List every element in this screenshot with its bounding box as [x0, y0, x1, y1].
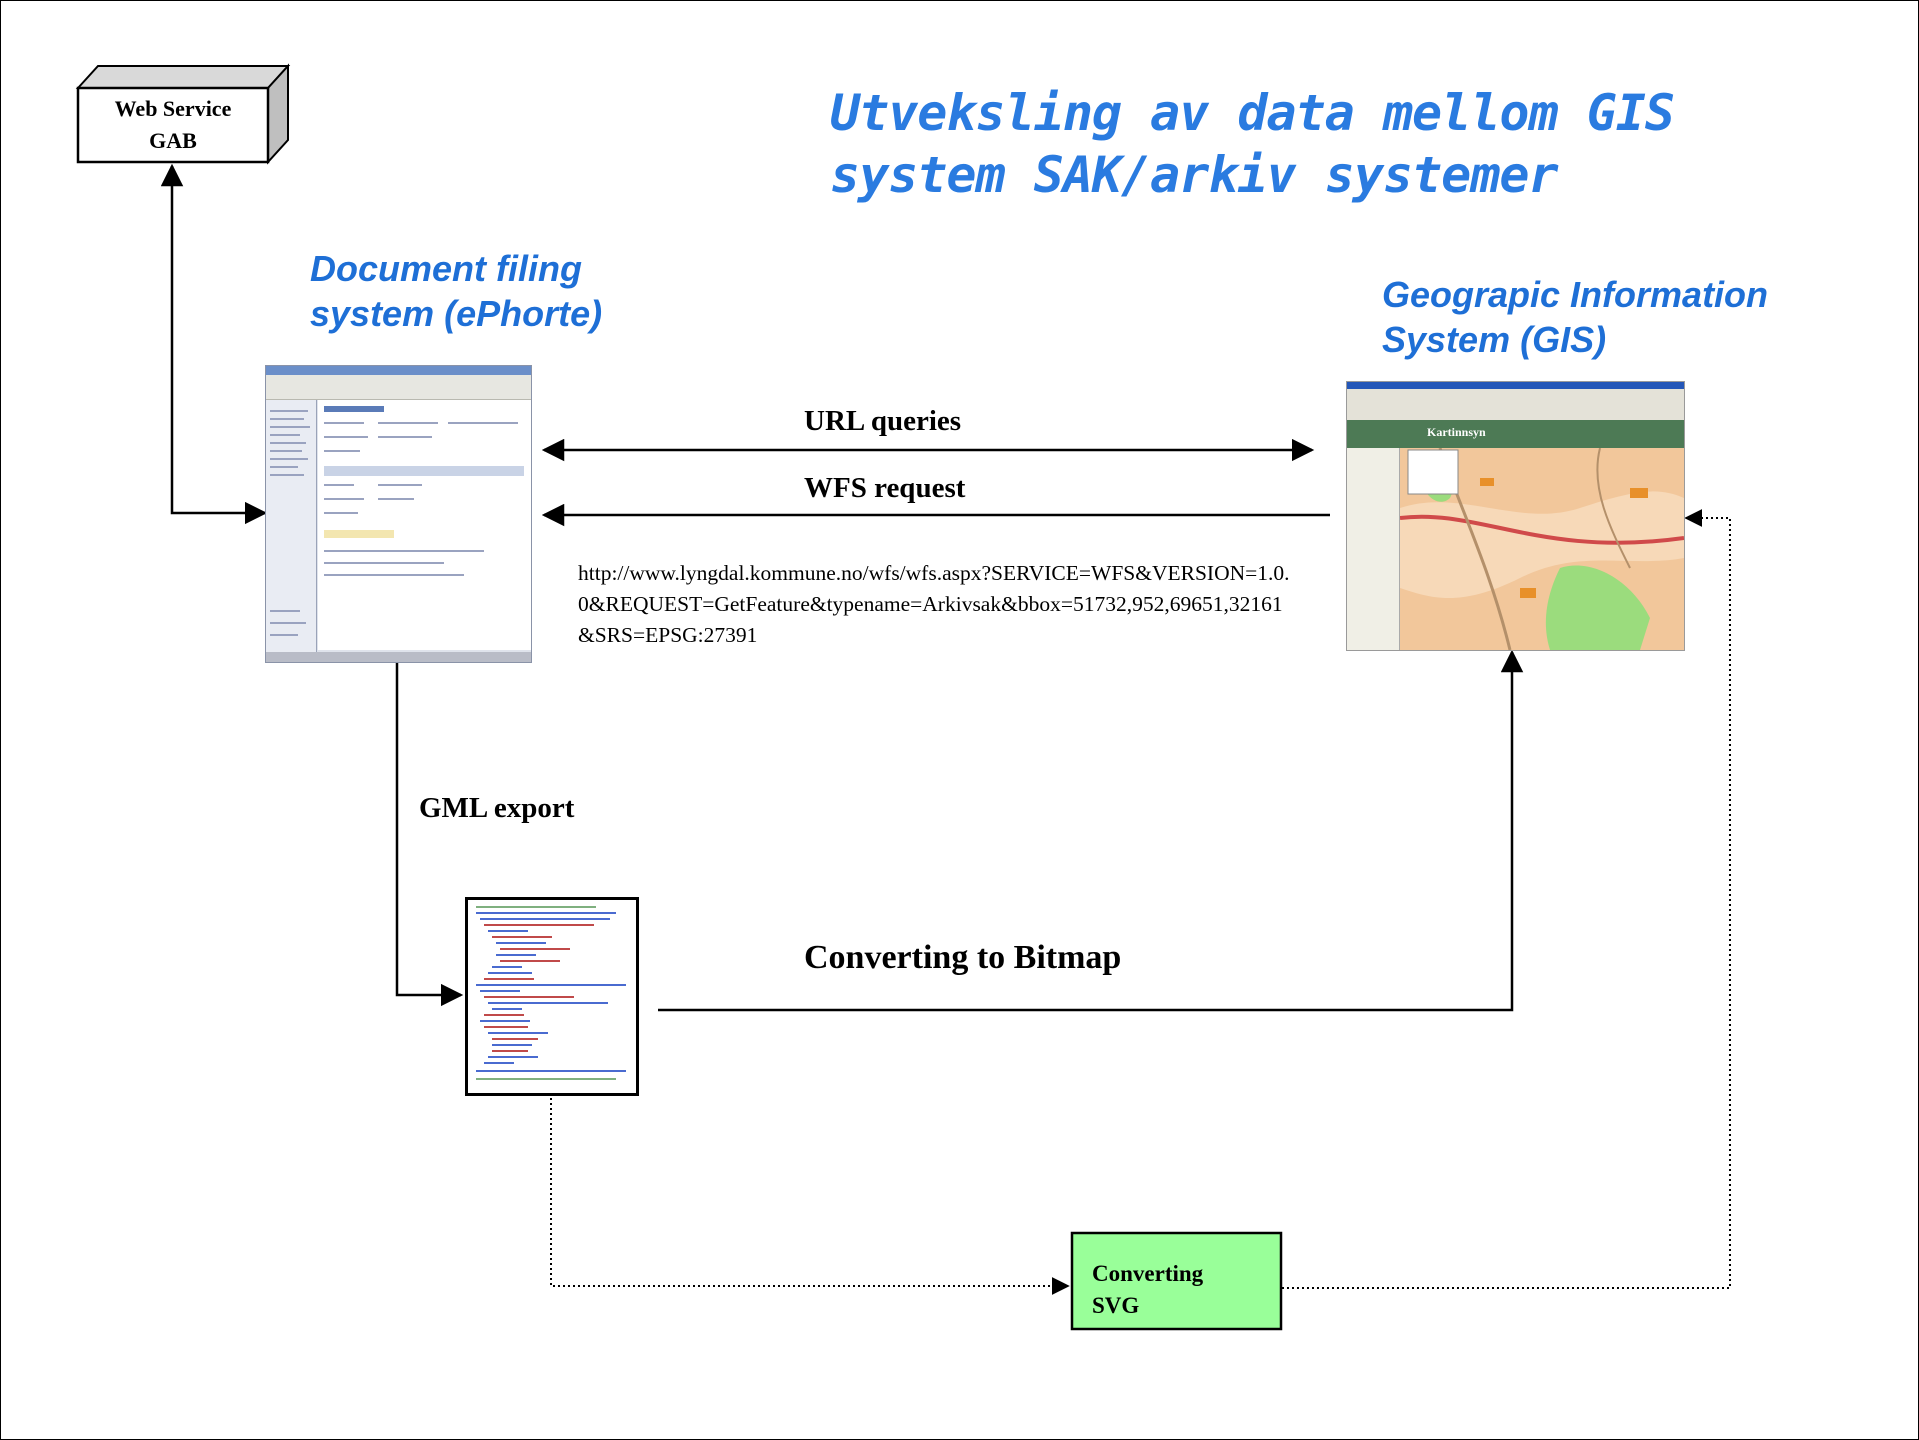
gml-export-label: GML export [419, 792, 575, 824]
arrow-gml-export [395, 661, 464, 1007]
document-system-heading: Document filing system (ePhorte) [310, 246, 602, 336]
arrow-to-web-service [160, 163, 268, 525]
gis-heading: Geograpic Information System (GIS) [1382, 272, 1768, 362]
gis-line-1: Geograpic Information [1382, 274, 1769, 315]
title-line-1: Utveksling av data mellom GIS [830, 84, 1675, 142]
gis-line-2: System (GIS) [1382, 319, 1607, 360]
gml-document [465, 897, 639, 1096]
title-line-2: system SAK/arkiv systemer [830, 146, 1559, 204]
converting-svg-label: Converting SVG [1092, 1258, 1203, 1322]
arrow-dotted-to-gis [1252, 509, 1731, 1289]
converting-svg-line-2: SVG [1092, 1293, 1140, 1318]
converting-svg-box [1070, 1231, 1283, 1331]
converting-svg-line-1: Converting [1092, 1261, 1204, 1286]
url-queries-label: URL queries [804, 405, 962, 437]
wfs-request-label: WFS request [804, 472, 966, 504]
web-service-label: Web Service GAB [78, 93, 268, 157]
arrow-dotted-to-svg [550, 1093, 1070, 1295]
gis-screenshot-header: Kartinnsyn [1427, 425, 1486, 439]
gis-screenshot: Kartinnsyn [1346, 381, 1685, 651]
wfs-url-text: http://www.lyngdal.kommune.no/wfs/wfs.as… [578, 561, 1290, 647]
web-service-line-2: GAB [149, 128, 197, 153]
document-system-line-1: Document filing [310, 248, 582, 289]
arrow-converting-bitmap [658, 649, 1524, 1012]
ephorte-screenshot [265, 365, 532, 663]
slide-title: Utveksling av data mellom GIS system SAK… [830, 82, 1830, 206]
converting-bitmap-label: Converting to Bitmap [804, 939, 1122, 976]
document-system-line-2: system (ePhorte) [310, 293, 603, 334]
web-service-line-1: Web Service [114, 96, 232, 121]
gis-map-image [1400, 448, 1684, 650]
web-service-box [75, 63, 291, 165]
